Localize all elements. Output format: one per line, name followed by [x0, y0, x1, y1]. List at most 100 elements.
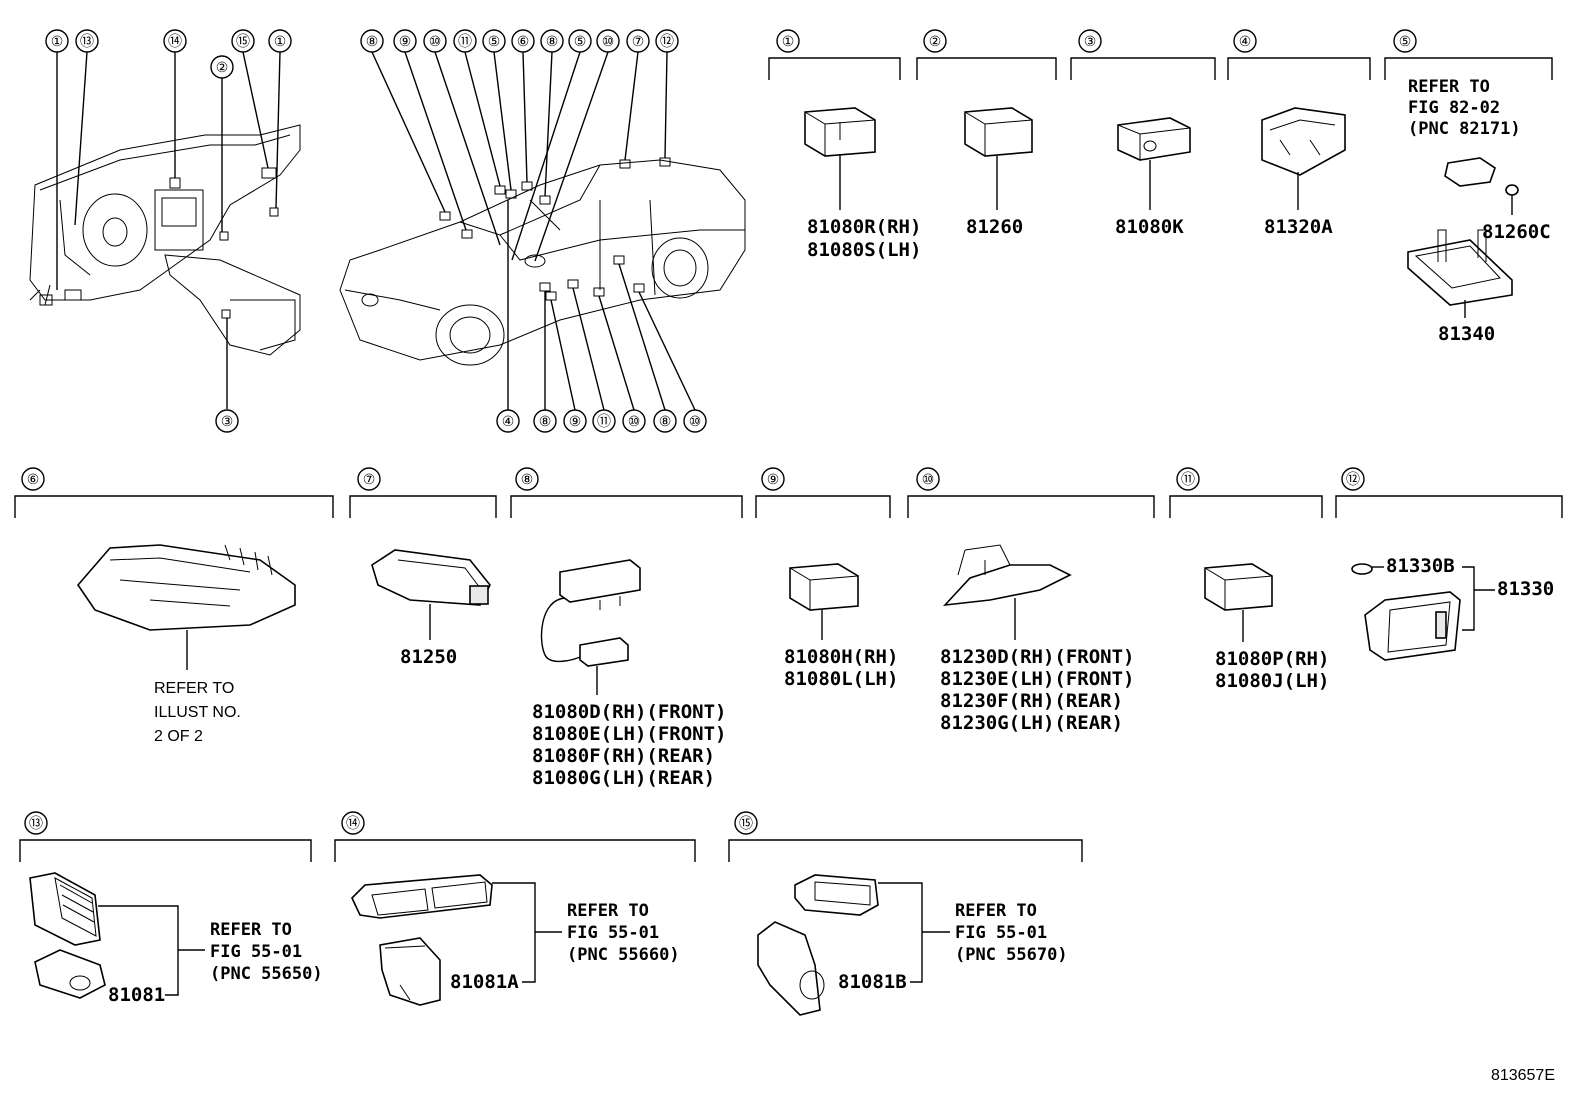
svg-text:⑨: ⑨ [399, 34, 412, 50]
svg-text:③: ③ [1084, 34, 1097, 50]
section-1: ① 81080R(RH) 81080S(LH) [768, 29, 921, 261]
svg-text:81080J(LH): 81080J(LH) [1215, 670, 1329, 692]
svg-text:81080F(RH)(REAR): 81080F(RH)(REAR) [532, 745, 715, 767]
section-5: ⑤ REFER TO FIG 82-02 (PNC 82171) 81260C … [1384, 29, 1553, 345]
part-81081A-housing [379, 937, 441, 1006]
svg-text:81080R(RH): 81080R(RH) [807, 216, 921, 238]
callout-10-b: ⑩ [596, 29, 620, 53]
section-2: ② 81260 [916, 29, 1057, 238]
svg-text:⑤: ⑤ [574, 34, 587, 50]
svg-text:⑦: ⑦ [632, 34, 645, 50]
svg-text:81080H(RH): 81080H(RH) [784, 646, 898, 668]
callout-10-a: ⑩ [423, 29, 447, 53]
svg-text:⑥: ⑥ [517, 34, 530, 50]
section-8: ⑧ 81080D(RH)(FRONT) 81080E(LH)(FRONT) 81… [510, 467, 743, 789]
svg-text:81080S(LH): 81080S(LH) [807, 239, 921, 261]
svg-text:②: ② [216, 60, 229, 76]
part-overhead-console [76, 544, 296, 631]
part-81260-lamp [964, 107, 1033, 157]
svg-text:⑩: ⑩ [429, 34, 442, 50]
callout-8-a: ⑧ [360, 29, 384, 53]
svg-text:⑨: ⑨ [767, 472, 780, 488]
part-81081B-housing [757, 921, 825, 1016]
svg-text:⑮: ⑮ [739, 816, 753, 832]
svg-text:⑧: ⑧ [366, 34, 379, 50]
part-81080R-switch [804, 107, 876, 157]
svg-text:81320A: 81320A [1264, 216, 1333, 238]
svg-text:81340: 81340 [1438, 323, 1495, 345]
svg-text:⑩: ⑩ [602, 34, 615, 50]
section-7: ⑦ 81250 [349, 467, 497, 668]
section-9: ⑨ 81080H(RH) 81080L(LH) [755, 467, 898, 690]
car-callouts: ⑧ ⑨ ⑩ ⑪ ⑤ ⑥ ⑧ ⑤ ⑩ ⑦ ⑫ ④ ⑧ ⑨ ⑪ ⑩ ⑧ ⑩ [360, 29, 707, 433]
svg-text:81330B: 81330B [1386, 555, 1455, 577]
svg-text:81080G(LH)(REAR): 81080G(LH)(REAR) [532, 767, 715, 789]
callout-8-d: ⑧ [653, 409, 677, 433]
callout-9-b: ⑨ [563, 409, 587, 433]
section-12: ⑫ 81330B 81330 [1335, 467, 1563, 661]
part-81081-housing [34, 949, 106, 999]
callout-12: ⑫ [655, 29, 679, 53]
callout-5-a: ⑤ [482, 29, 506, 53]
callout-11-b: ⑪ [592, 409, 616, 433]
svg-text:①: ① [51, 34, 64, 50]
svg-text:⑧: ⑧ [659, 414, 672, 430]
part-81081-vent-lamp [29, 872, 101, 946]
svg-text:⑬: ⑬ [29, 816, 43, 832]
section-14: ⑭ 81081A REFER TO FIG 55-01 (PNC 55660) [334, 811, 696, 1006]
svg-text:⑩: ⑩ [689, 414, 702, 430]
svg-text:81230E(LH)(FRONT): 81230E(LH)(FRONT) [940, 668, 1134, 690]
svg-text:81260: 81260 [966, 216, 1023, 238]
svg-text:⑪: ⑪ [458, 34, 472, 50]
svg-text:81081B: 81081B [838, 971, 907, 993]
section-11: ⑪ 81080P(RH) 81080J(LH) [1169, 467, 1329, 692]
part-81081A-vent-lamp [351, 874, 493, 919]
interior-overview [29, 51, 301, 409]
callout-11: ⑪ [453, 29, 477, 53]
part-81080K-switch [1117, 117, 1191, 161]
callout-1-a: ① [45, 29, 69, 53]
section-4: ④ 81320A [1227, 29, 1371, 238]
callout-10-c: ⑩ [622, 409, 646, 433]
svg-text:REFER TO: REFER TO [154, 680, 234, 697]
callout-6: ⑥ [511, 29, 535, 53]
svg-text:①: ① [782, 34, 795, 50]
svg-text:FIG 55-01: FIG 55-01 [955, 923, 1047, 943]
callout-10-d: ⑩ [683, 409, 707, 433]
svg-text:④: ④ [502, 414, 515, 430]
svg-text:81080P(RH): 81080P(RH) [1215, 648, 1329, 670]
part-81080H-switch [789, 563, 859, 611]
callout-7: ⑦ [626, 29, 650, 53]
callout-15: ⑮ [231, 29, 255, 53]
svg-text:⑭: ⑭ [168, 34, 182, 50]
svg-text:81330: 81330 [1497, 578, 1554, 600]
callout-13: ⑬ [75, 29, 99, 53]
svg-text:81081A: 81081A [450, 971, 519, 993]
car-overview [339, 51, 746, 411]
part-81080D-switch-harness [540, 559, 641, 667]
svg-text:81260C: 81260C [1482, 221, 1551, 243]
svg-text:⑧: ⑧ [546, 34, 559, 50]
callout-8-c: ⑧ [533, 409, 557, 433]
svg-text:④: ④ [1239, 34, 1252, 50]
svg-text:③: ③ [221, 414, 234, 430]
svg-text:ILLUST NO.: ILLUST NO. [154, 704, 241, 721]
section-15: ⑮ 81081B REFER TO FIG 55-01 (PNC 55670) [728, 811, 1083, 1016]
figure-id: 813657E [1491, 1067, 1555, 1084]
svg-text:①: ① [274, 34, 287, 50]
svg-text:REFER TO: REFER TO [1408, 77, 1490, 97]
svg-text:81230G(LH)(REAR): 81230G(LH)(REAR) [940, 712, 1123, 734]
svg-text:⑨: ⑨ [569, 414, 582, 430]
callout-9: ⑨ [393, 29, 417, 53]
interior-callouts: ① ⑬ ⑭ ⑮ ① ② ③ [45, 29, 292, 433]
svg-text:⑧: ⑧ [521, 472, 534, 488]
part-81330-lamp-assy [1364, 591, 1461, 661]
part-81340-lens [1407, 229, 1513, 306]
section-6: ⑥ REFER TO ILLUST NO. 2 OF 2 [14, 467, 334, 745]
svg-text:⑮: ⑮ [236, 34, 250, 50]
svg-text:81080K: 81080K [1115, 216, 1184, 238]
svg-text:⑪: ⑪ [1181, 472, 1195, 488]
callout-1-b: ① [268, 29, 292, 53]
svg-text:⑤: ⑤ [1399, 34, 1412, 50]
